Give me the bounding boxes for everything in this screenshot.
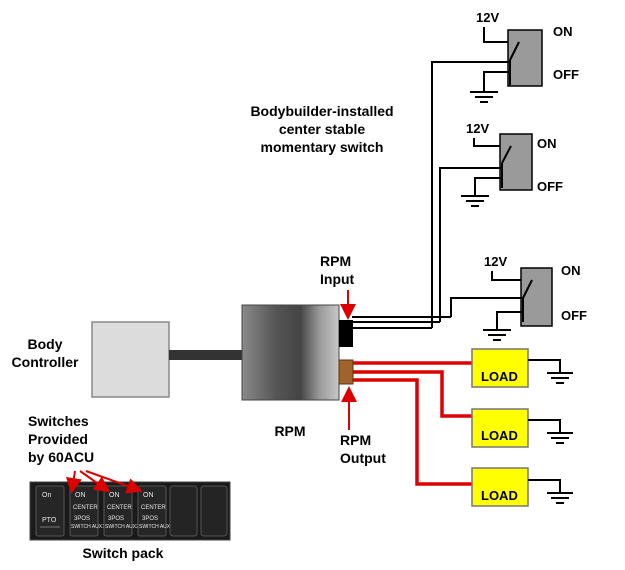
switch-pack-button-aux2: ON CENTER 3POS SWITCH AUX2 — [103, 485, 139, 537]
switch-pointer-arrows — [65, 470, 143, 494]
switch-1-on-label: ON — [553, 24, 573, 39]
svg-text:SWITCH AUX1: SWITCH AUX1 — [71, 524, 105, 530]
svg-text:Switches: Switches — [28, 413, 89, 429]
rpm-input-label: RPM Input — [320, 253, 355, 287]
switch-2-off-label: OFF — [537, 179, 563, 194]
svg-text:PTO: PTO — [42, 517, 57, 524]
svg-text:RPM: RPM — [340, 432, 371, 448]
svg-text:Output: Output — [340, 450, 386, 466]
svg-text:CENTER: CENTER — [73, 505, 98, 511]
svg-text:momentary switch: momentary switch — [261, 139, 384, 155]
svg-text:RPM: RPM — [320, 253, 351, 269]
svg-text:Input: Input — [320, 271, 355, 287]
load-2-label: LOAD — [481, 428, 518, 443]
svg-text:center stable: center stable — [279, 121, 366, 137]
momentary-switch-1: 12V ON OFF — [431, 10, 579, 328]
svg-text:3POS: 3POS — [74, 516, 90, 522]
svg-text:Bodybuilder-installed: Bodybuilder-installed — [250, 103, 393, 119]
input-wires — [352, 316, 451, 329]
svg-text:CENTER: CENTER — [141, 505, 166, 511]
switch-pack-blank-1 — [169, 485, 198, 537]
svg-text:ON: ON — [75, 492, 86, 499]
output-wires — [352, 361, 472, 486]
switch-pack-button-aux1: ON CENTER 3POS SWITCH AUX1 — [69, 485, 105, 537]
switch-3-body — [520, 267, 553, 327]
bodybuilder-switch-caption: Bodybuilder-installed center stable mome… — [250, 103, 393, 155]
switches-provided-caption: Switches Provided by 60ACU — [28, 413, 94, 465]
switch-3-on-label: ON — [561, 263, 581, 278]
svg-text:SWITCH AUX2: SWITCH AUX2 — [105, 524, 139, 530]
switch-1-body — [507, 29, 543, 87]
svg-text:Provided: Provided — [28, 431, 88, 447]
body-controller-label: Body Controller — [12, 336, 79, 370]
svg-text:SWITCH AUX3: SWITCH AUX3 — [139, 524, 173, 530]
svg-text:3POS: 3POS — [142, 516, 158, 522]
switch-2-body — [499, 133, 533, 191]
svg-text:ON: ON — [143, 492, 154, 499]
rpm-module — [241, 304, 340, 401]
svg-text:by 60ACU: by 60ACU — [28, 449, 94, 465]
load-1-label: LOAD — [481, 369, 518, 384]
momentary-switch-3: 12V ON OFF — [450, 254, 587, 341]
load-2: LOAD — [471, 408, 573, 448]
switch-pack-label: Switch pack — [83, 545, 164, 561]
controller-cable — [169, 350, 243, 360]
switch-2-voltage: 12V — [466, 121, 489, 136]
load-3: LOAD — [471, 467, 573, 507]
switch-2-on-label: ON — [537, 136, 557, 151]
switch-pack-button-pto: On PTO — [35, 485, 65, 537]
switch-3-off-label: OFF — [561, 308, 587, 323]
body-controller-box — [91, 321, 170, 398]
svg-text:Controller: Controller — [12, 354, 79, 370]
switch-3-voltage: 12V — [484, 254, 507, 269]
rpm-output-label: RPM Output — [340, 432, 386, 466]
svg-text:Body: Body — [28, 336, 63, 352]
momentary-switch-2: 12V ON OFF — [439, 121, 563, 322]
switch-pack-blank-2 — [200, 485, 228, 537]
rpm-output-connector — [338, 359, 354, 385]
rpm-module-label: RPM — [274, 423, 305, 439]
switch-1-voltage: 12V — [476, 10, 499, 25]
load-1: LOAD — [471, 348, 573, 388]
svg-text:3POS: 3POS — [108, 516, 124, 522]
svg-text:CENTER: CENTER — [107, 505, 132, 511]
switch-pack-button-aux3: ON CENTER 3POS SWITCH AUX3 — [137, 485, 173, 537]
switch-pack: On PTO ON CENTER 3POS SWITCH AUX1 ON CEN… — [29, 481, 231, 541]
rpm-input-connector — [339, 320, 353, 347]
svg-text:ON: ON — [109, 492, 120, 499]
svg-text:On: On — [42, 492, 51, 499]
switch-1-off-label: OFF — [553, 67, 579, 82]
load-3-label: LOAD — [481, 488, 518, 503]
